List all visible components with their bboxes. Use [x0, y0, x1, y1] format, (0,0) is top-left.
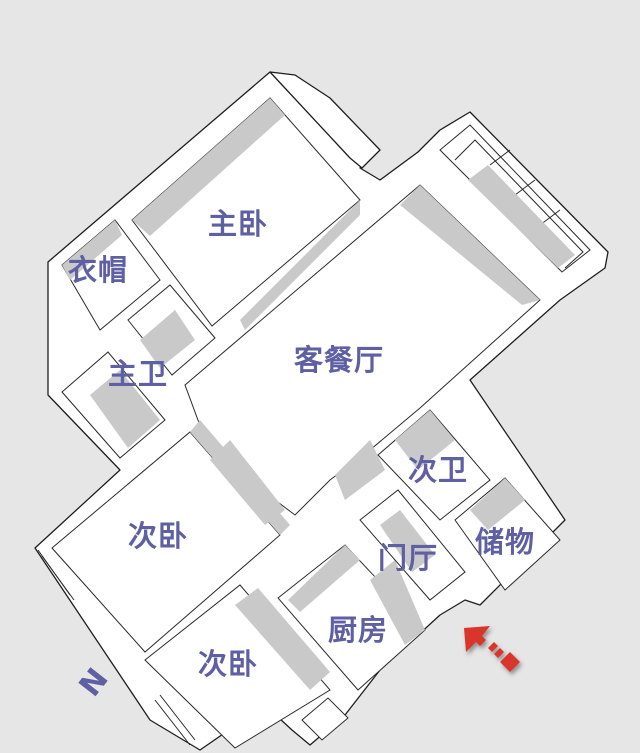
window-details: [37, 549, 196, 746]
living-dining-room: [184, 184, 541, 521]
room-label-storage: 储物: [475, 525, 536, 559]
room-label-master-bath: 主卫: [108, 357, 169, 391]
storage-room: [454, 477, 561, 591]
kitchen-room: [277, 544, 426, 691]
room-label-second-bath: 次卫: [408, 453, 469, 487]
room-label-entrance-hall: 门厅: [378, 541, 439, 575]
room-label-second-bedroom-lower: 次卧: [198, 647, 259, 681]
master-bedroom-room: [131, 97, 361, 330]
closet-room: [61, 219, 161, 331]
master-bath-room: [61, 351, 166, 459]
small-utility-box: [301, 697, 349, 741]
entrance-hall-room: [359, 489, 466, 601]
entry-arrow-icon: [464, 626, 520, 672]
bay-window: [269, 71, 381, 169]
room-label-kitchen: 厨房: [328, 613, 389, 647]
room-label-master-bedroom: 主卧: [208, 207, 269, 241]
second-bath-room: [377, 409, 491, 521]
second-bedroom-lower-room: [144, 584, 331, 749]
room-label-second-bedroom-upper: 次卧: [128, 519, 189, 553]
balcony: [439, 124, 591, 273]
second-bedroom-upper-room: [51, 420, 290, 653]
room-label-living-dining: 客餐厅: [294, 343, 385, 377]
room-label-closet: 衣帽: [68, 253, 129, 287]
closet-bath-passage: [127, 284, 216, 376]
